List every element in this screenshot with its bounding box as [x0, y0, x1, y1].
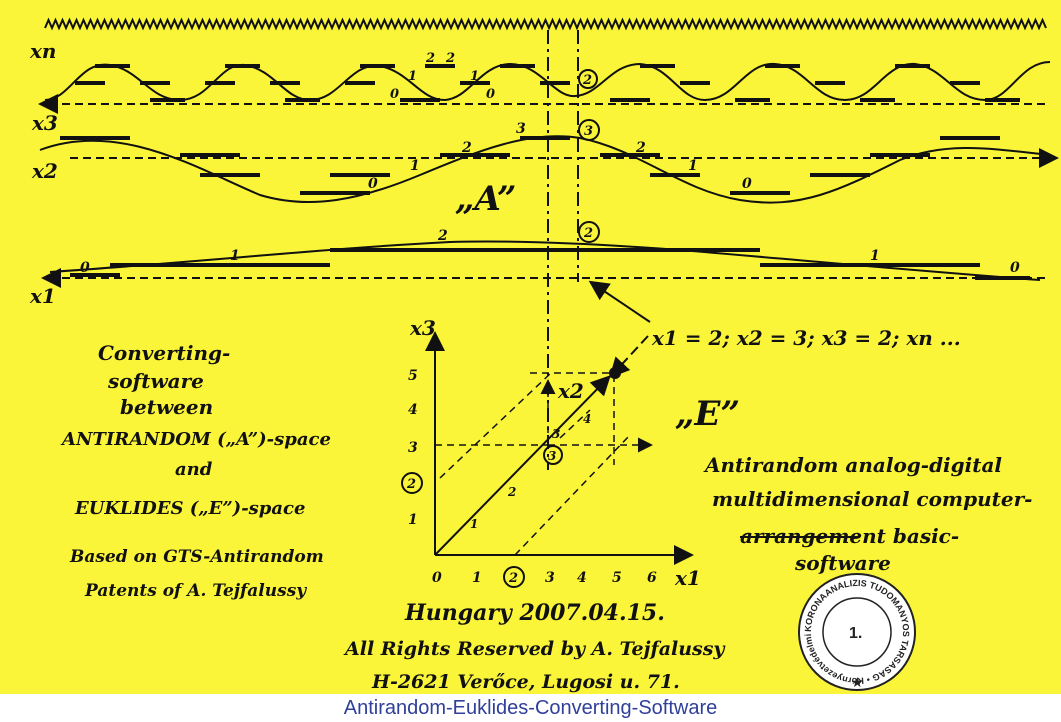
plot-diag-ticks: 1 2 3 4 [470, 412, 591, 531]
stamp-star-icon: ★ [851, 675, 864, 691]
left-line-8: Patents of A. Tejfalussy [84, 581, 307, 601]
x2-level-1: 1 [410, 158, 420, 174]
diag-tick-3: 3 [552, 427, 560, 441]
top-scribble [44, 17, 1047, 31]
x2-level-labels: 0 1 2 3 2 1 0 [368, 121, 752, 192]
plot-guide-diag [559, 409, 591, 439]
left-line-2: software [107, 369, 204, 393]
footer-rights: All Rights Reserved by A. Tejfalussy [343, 638, 726, 660]
plot-diagonal-lower [514, 434, 631, 556]
left-line-1: Converting- [98, 341, 230, 365]
footer-text-block: Hungary 2007.04.15. All Rights Reserved … [343, 600, 726, 693]
x1-axis-label: x1 [29, 284, 56, 308]
x2-axis-label: x2 [31, 159, 58, 183]
plot-diagonal-upper [439, 371, 553, 479]
x-tick-4: 4 [577, 570, 587, 586]
plot-x-ticks: 0 1 3 4 5 6 [432, 570, 657, 586]
footer-date: Hungary 2007.04.15. [404, 600, 665, 626]
circled-y-ring [401, 472, 423, 494]
circled-y-tick: 2 [406, 477, 416, 492]
x2-level-2b: 2 [635, 140, 646, 156]
y-tick-3: 3 [408, 440, 418, 456]
x-tick-1: 1 [472, 570, 482, 586]
plot-y-ticks: 1 3 4 5 [408, 368, 418, 528]
space-a-label: „A” [455, 179, 516, 219]
right-line-1: Antirandom analog-digital [703, 453, 1002, 477]
x1-level-0: 0 [80, 260, 90, 276]
diag-tick-2: 2 [507, 485, 516, 499]
wave-markers: 2 3 2 [578, 69, 600, 243]
footer-address: H-2621 Verőce, Lugosi u. 71. [371, 671, 680, 693]
space-e-label: „E” [675, 394, 740, 434]
xn-steps [75, 64, 1020, 102]
diag-tick-4: 4 [583, 412, 591, 426]
x2-level-2: 2 [461, 140, 472, 156]
x3-level-1b: 1 [470, 69, 479, 84]
x1-level-2: 2 [437, 228, 448, 244]
circled-x-tick: 2 [508, 571, 518, 586]
x1-level-1b: 1 [870, 248, 880, 264]
x2-level-3: 3 [516, 121, 526, 137]
coordinates-text: x1 = 2; x2 = 3; x3 = 2; xn ... [651, 326, 961, 350]
x-tick-3: 3 [545, 570, 555, 586]
diag-tick-1: 1 [470, 517, 478, 531]
marker-x3: 2 [582, 73, 592, 88]
x1-level-0b: 0 [1010, 260, 1020, 276]
left-line-5: and [175, 459, 213, 480]
xn-axis-label: xn [29, 39, 56, 63]
x3-level-0: 0 [390, 87, 399, 102]
x-tick-0: 0 [432, 570, 442, 586]
x-tick-5: 5 [612, 570, 622, 586]
diagram-canvas: xn x3 0 1 2 2 1 0 x2 0 1 2 3 2 1 [0, 0, 1059, 693]
x3-level-1: 1 [408, 69, 417, 84]
left-line-3: between [120, 395, 213, 419]
stamp-number: 1. [849, 625, 862, 642]
x3-axis-label: x3 [31, 111, 58, 135]
circled-x-ring [503, 566, 525, 588]
x3-level-2a: 2 [425, 51, 435, 66]
x-tick-6: 6 [647, 570, 657, 586]
x1-wave [49, 240, 1041, 281]
plot-y-axis-label: x3 [409, 316, 436, 340]
x2-level-0: 0 [368, 176, 378, 192]
x2-wave [39, 135, 1051, 204]
left-line-6: EUKLIDES („E”)-space [74, 498, 305, 519]
yellow-sheet [0, 0, 1061, 694]
left-text-block: Converting- software between ANTIRANDOM … [60, 341, 331, 601]
plot-point [609, 367, 621, 379]
pointer-to-waves [588, 280, 651, 323]
x1-level-1: 1 [230, 248, 240, 264]
x1-level-labels: 0 1 2 1 0 [80, 228, 1020, 276]
y-tick-4: 4 [408, 402, 418, 418]
plot-circled-point-ring [543, 445, 563, 465]
right-line-4: software [794, 551, 891, 575]
y-tick-5: 5 [408, 368, 418, 384]
left-line-4: ANTIRANDOM („A”)-space [60, 429, 331, 450]
pointer-to-point [609, 335, 649, 378]
euclides-plot: 3 x3 x1 x2 „E” 1 3 4 5 2 0 1 3 4 5 6 2 [401, 316, 740, 590]
x2-level-0b: 0 [742, 176, 752, 192]
right-text-block: Antirandom analog-digital multidimension… [703, 453, 1032, 575]
plot-circled-point: 3 [548, 449, 556, 463]
x2-steps [60, 136, 1000, 195]
plot-x2-axis-label: x2 [557, 379, 584, 403]
left-line-7: Based on GTS-Antirandom [69, 547, 324, 567]
x3-level-0b: 0 [486, 87, 495, 102]
right-line-2: multidimensional computer- [712, 487, 1032, 511]
marker-x2: 3 [584, 124, 593, 139]
y-tick-1: 1 [408, 512, 418, 528]
plot-diagonal-axis [434, 375, 611, 556]
x3-level-labels: 0 1 2 2 1 0 [390, 51, 495, 102]
x2-level-1b: 1 [688, 158, 698, 174]
plot-x-axis-label: x1 [674, 566, 701, 590]
marker-x1: 2 [583, 226, 593, 241]
x1-steps [70, 248, 1030, 280]
figure-caption: Antirandom-Euklides-Converting-Software [343, 697, 718, 719]
x3-level-2b: 2 [445, 51, 455, 66]
